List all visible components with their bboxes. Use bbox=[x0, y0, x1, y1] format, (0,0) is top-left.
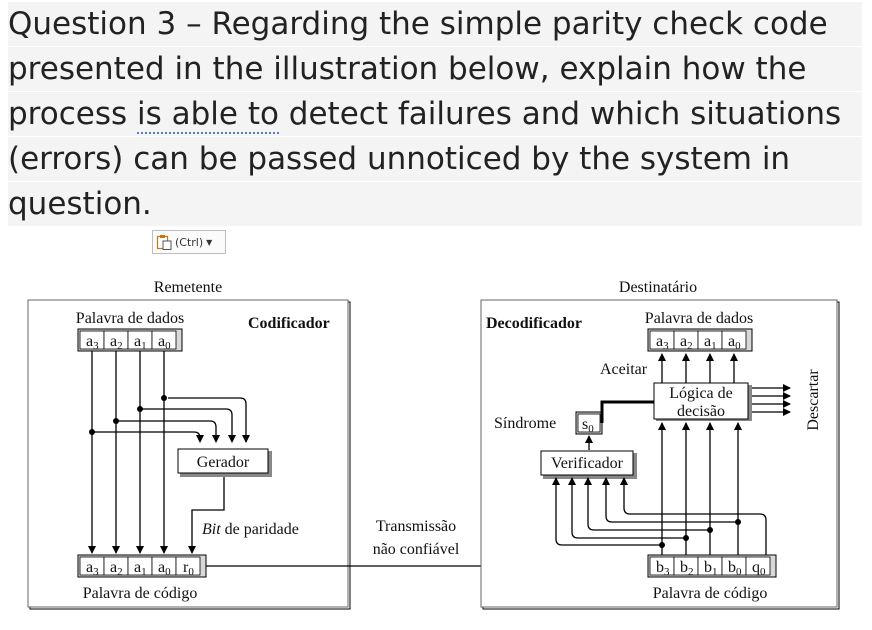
question-line-3-start: process bbox=[8, 96, 137, 132]
paste-options-button[interactable]: (Ctrl) ▼ bbox=[152, 230, 226, 254]
question-line-3: process is able to detect failures and w… bbox=[8, 92, 862, 136]
decision-label-1: Lógica de bbox=[669, 385, 733, 402]
channel-label-1: Transmissão bbox=[376, 518, 456, 535]
bit-cell: b3 bbox=[656, 559, 670, 578]
question-line-5: question. bbox=[8, 182, 862, 226]
discard-label: Descartar bbox=[805, 369, 822, 431]
receiver-junction-dots bbox=[659, 519, 741, 548]
question-line-2: presented in the illustration below, exp… bbox=[8, 47, 862, 91]
sender-title: Remetente bbox=[154, 279, 222, 296]
svg-text:s0: s0 bbox=[582, 416, 594, 435]
channel-label-2: não confiável bbox=[373, 541, 460, 558]
decision-logic-box bbox=[653, 382, 752, 421]
chevron-down-icon: ▼ bbox=[206, 237, 213, 247]
bit-cell: a2 bbox=[110, 333, 123, 352]
sender-data-lines bbox=[88, 351, 250, 554]
receiver-title: Destinatário bbox=[619, 279, 697, 296]
bit-cell: a1 bbox=[134, 559, 147, 578]
question-line-1: Question 3 – Regarding the simple parity… bbox=[8, 2, 862, 46]
bit-cell: a0 bbox=[728, 333, 741, 352]
sender-data-word-label: Palavra de dados bbox=[76, 310, 184, 327]
sender-codeword-label: Palavra de código bbox=[83, 585, 198, 602]
bit-cell: a0 bbox=[158, 559, 171, 578]
bit-cell: b0 bbox=[728, 559, 742, 578]
sender-junction-dots bbox=[89, 395, 167, 435]
encoder-label: Codificador bbox=[248, 315, 330, 332]
generator-box bbox=[177, 448, 272, 477]
checker-box bbox=[540, 450, 637, 479]
parity-bit-label: Bit de paridade bbox=[202, 521, 299, 538]
syndrome-label: Síndrome bbox=[494, 415, 556, 432]
bit-cell: a0 bbox=[158, 333, 171, 352]
paste-options-label: (Ctrl) bbox=[175, 235, 204, 249]
bit-cell: b2 bbox=[680, 559, 694, 578]
clipboard-icon bbox=[156, 235, 172, 250]
sender-data-word: a3 a2 a1 a0 bbox=[77, 328, 183, 352]
syndrome-line bbox=[600, 400, 654, 423]
generator-label: Gerador bbox=[197, 454, 250, 471]
question-line-4: (errors) can be passed unnoticed by the … bbox=[8, 137, 862, 181]
decoder-label: Decodificador bbox=[486, 315, 582, 332]
bit-cell: a2 bbox=[110, 559, 123, 578]
receiver-data-word-label: Palavra de dados bbox=[645, 310, 753, 327]
bit-cell: q0 bbox=[752, 559, 766, 578]
bit-cell: a3 bbox=[656, 333, 669, 352]
bit-cell: r0 bbox=[183, 559, 194, 578]
proofing-underline-text[interactable]: is able to bbox=[136, 96, 279, 134]
accept-label: Aceitar bbox=[600, 361, 648, 378]
receiver-data-word: a3 a2 a1 a0 bbox=[647, 328, 753, 352]
bit-cell: a2 bbox=[680, 333, 693, 352]
checker-label: Verificador bbox=[551, 455, 624, 472]
bit-cell: b1 bbox=[704, 559, 718, 578]
decision-label-2: decisão bbox=[677, 403, 725, 420]
receiver-codeword-label: Palavra de código bbox=[653, 585, 768, 602]
receiver-codeword: b3 b2 b1 b0 q0 bbox=[647, 554, 777, 578]
accept-arrows bbox=[658, 353, 738, 383]
question-line-3-end: detect failures and which situations bbox=[278, 96, 842, 132]
sender-codeword: a3 a2 a1 a0 r0 bbox=[77, 554, 207, 578]
bit-cell: a3 bbox=[86, 559, 99, 578]
discard-arrows bbox=[752, 384, 791, 416]
bit-cell: a1 bbox=[704, 333, 717, 352]
syndrome-bit: s0 bbox=[575, 411, 603, 435]
bit-cell: a3 bbox=[86, 333, 99, 352]
bit-cell: a1 bbox=[134, 333, 147, 352]
